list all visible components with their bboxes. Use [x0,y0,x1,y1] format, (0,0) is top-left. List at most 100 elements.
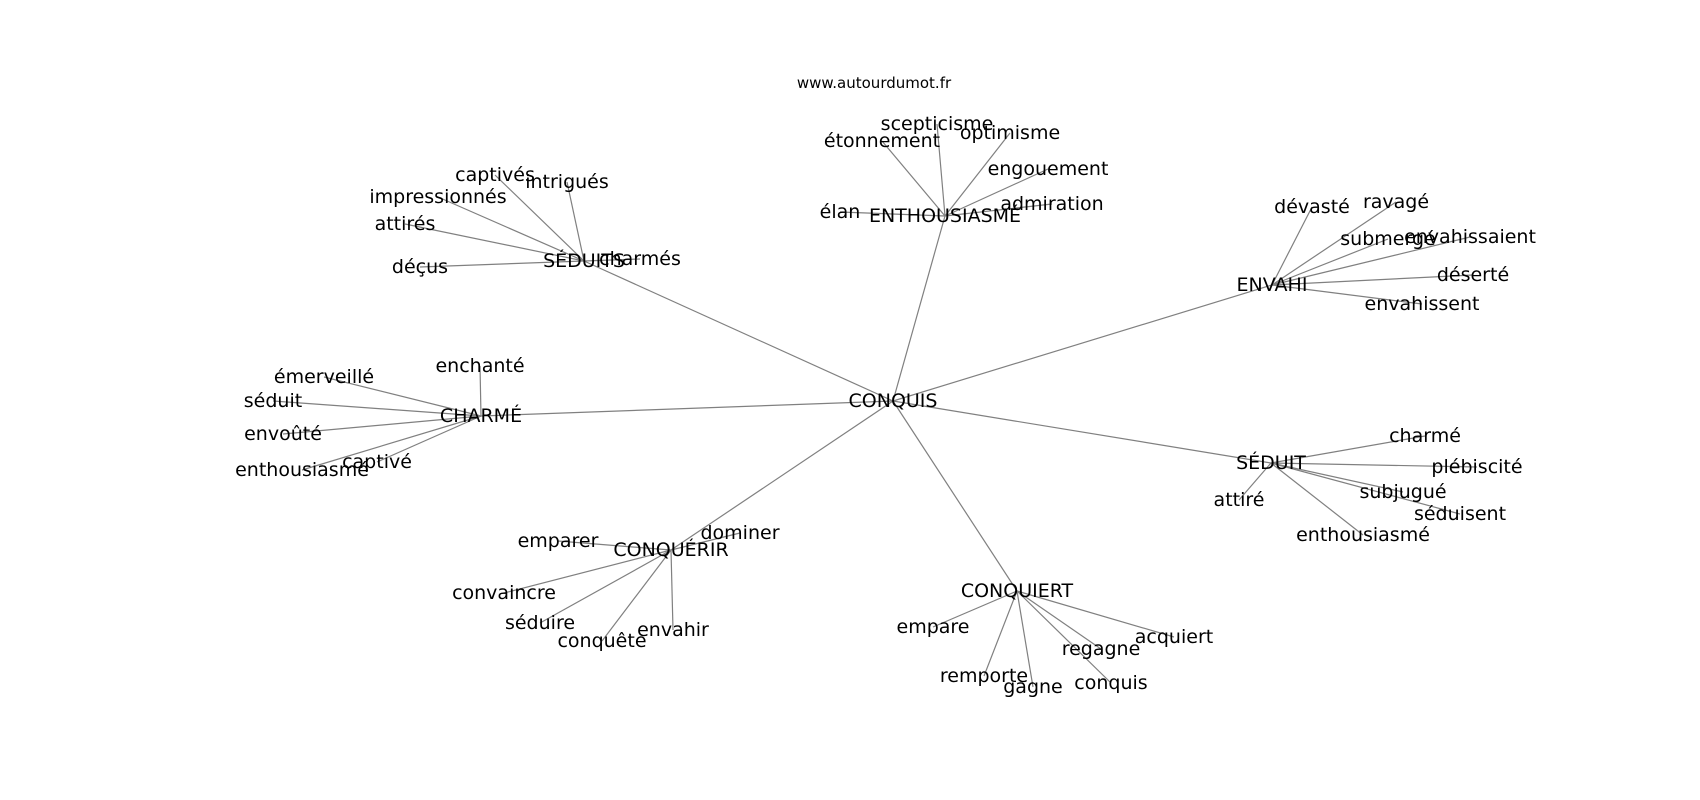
leaf-node-label: intrigués [525,171,609,193]
leaf-node-label: captivé [342,451,412,473]
edge-cluster-leaf [1016,590,1175,638]
edge-cluster-leaf [1238,462,1272,501]
edge-cluster-leaf [944,168,1049,217]
leaf-node-label: séduit [244,390,302,412]
edge-cluster-leaf [932,590,1018,628]
edge-center-cluster [892,400,1018,592]
leaf-node-label: optimisme [960,122,1060,144]
edge-cluster-leaf [419,260,585,268]
leaf-node-label: admiration [1000,193,1103,215]
edge-cluster-leaf [944,203,1053,217]
leaf-node-label: regagne [1062,638,1141,660]
edge-center-cluster [892,284,1273,402]
cluster-node-label: ENTHOUSIASMÉ [869,204,1021,227]
edge-cluster-leaf [301,415,482,471]
leaf-node-label: submergé [1340,228,1435,250]
edge-cluster-leaf [839,211,946,217]
leaf-node-label: dominer [700,522,779,544]
leaf-node-label: séduisent [1414,503,1506,525]
edge-cluster-leaf [539,549,672,624]
leaf-node-label: attirés [375,213,436,235]
edge-cluster-leaf [1270,462,1364,536]
leaf-node-label: déçus [392,256,448,278]
edge-cluster-leaf [1270,462,1461,515]
leaf-node-label: remporte [940,665,1028,687]
edge-cluster-leaf [1271,284,1423,305]
edge-cluster-leaf [601,549,672,642]
leaf-node-label: emparer [518,530,599,552]
leaf-node-label: gagne [1003,676,1063,698]
edge-cluster-leaf [881,140,946,217]
edge-center-cluster [583,260,894,402]
edge-cluster-leaf [272,400,482,417]
edge-cluster-leaf [479,365,482,417]
leaf-node-label: émerveillé [274,366,374,388]
leaf-node-label: enthousiasmé [235,459,369,481]
edge-center-cluster [670,400,894,551]
center-node-label: CONQUIS [849,390,938,412]
leaf-node-label: charmé [1389,425,1461,447]
leaf-node-label: ravagé [1363,191,1429,213]
edge-cluster-leaf [323,376,482,417]
cluster-node-label: ENVAHI [1237,274,1308,296]
leaf-node-label: élan [820,201,861,223]
leaf-node-label: envoûté [244,423,322,445]
leaf-node-label: envahir [637,619,709,641]
leaf-node-label: scepticisme [881,113,994,135]
edge-cluster-leaf [1271,274,1474,286]
edge-cluster-leaf [670,532,741,551]
edges [272,123,1478,688]
leaf-node-label: convaincre [452,582,556,604]
edge-cluster-leaf [1271,236,1471,286]
edge-cluster-leaf [1271,201,1397,286]
cluster-node-label: SÉDUIT [1236,451,1306,474]
leaf-node-label: charmés [599,248,681,270]
cluster-node-label: CONQUÉRIR [613,538,728,561]
edge-cluster-leaf [1270,462,1478,468]
leaf-node-label: plébiscité [1431,456,1522,478]
edge-cluster-leaf [1271,206,1313,286]
cluster-node-label: CONQUIERT [961,580,1074,602]
leaf-node-label: séduire [505,612,575,634]
edge-cluster-leaf [503,549,672,594]
edge-cluster-leaf [566,181,585,262]
source-label: www.autourdumot.fr [797,74,952,92]
edge-cluster-leaf [1270,435,1426,464]
leaf-node-label: engouement [988,158,1109,180]
edge-cluster-leaf [437,196,585,262]
edge-cluster-leaf [583,258,641,262]
edge-center-cluster [480,400,894,417]
leaf-node-label: étonnement [824,130,940,152]
leaf-node-label: acquiert [1135,626,1213,648]
leaf-node-label: enthousiasmé [1296,524,1430,546]
edge-cluster-leaf [1016,590,1112,684]
edge-cluster-leaf [670,549,674,631]
cluster-node-label: CHARMÉ [440,404,522,427]
edge-cluster-leaf [944,132,1011,217]
leaf-node-label: subjugué [1359,481,1446,503]
cluster-node-label: SÉDUITS [543,249,625,272]
edge-cluster-leaf [557,540,672,551]
leaf-node-label: envahissaient [1404,226,1536,248]
leaf-node-label: enchanté [435,355,524,377]
edge-cluster-leaf [376,415,482,463]
edge-cluster-leaf [1271,238,1389,286]
leaf-node-label: envahissent [1365,293,1480,315]
labels: CONQUIS ENTHOUSIASMÉ étonnementscepticisme… [235,113,1536,698]
edge-center-cluster [892,215,946,402]
leaf-node-label: impressionnés [369,186,506,208]
leaf-node-label: attiré [1214,489,1265,511]
leaf-node-label: empare [897,616,970,638]
leaf-node-label: captivés [455,164,535,186]
leaf-node-label: conquis [1074,672,1147,694]
edge-cluster-leaf [1270,462,1404,493]
edge-cluster-leaf [1016,590,1102,650]
leaf-node-label: conquête [557,630,646,652]
edge-cluster-leaf [983,590,1018,677]
leaf-node-label: déserté [1437,264,1509,286]
edge-cluster-leaf [494,174,585,262]
edge-cluster-leaf [936,123,946,217]
edge-cluster-leaf [404,223,585,262]
edge-cluster-leaf [1016,590,1034,688]
